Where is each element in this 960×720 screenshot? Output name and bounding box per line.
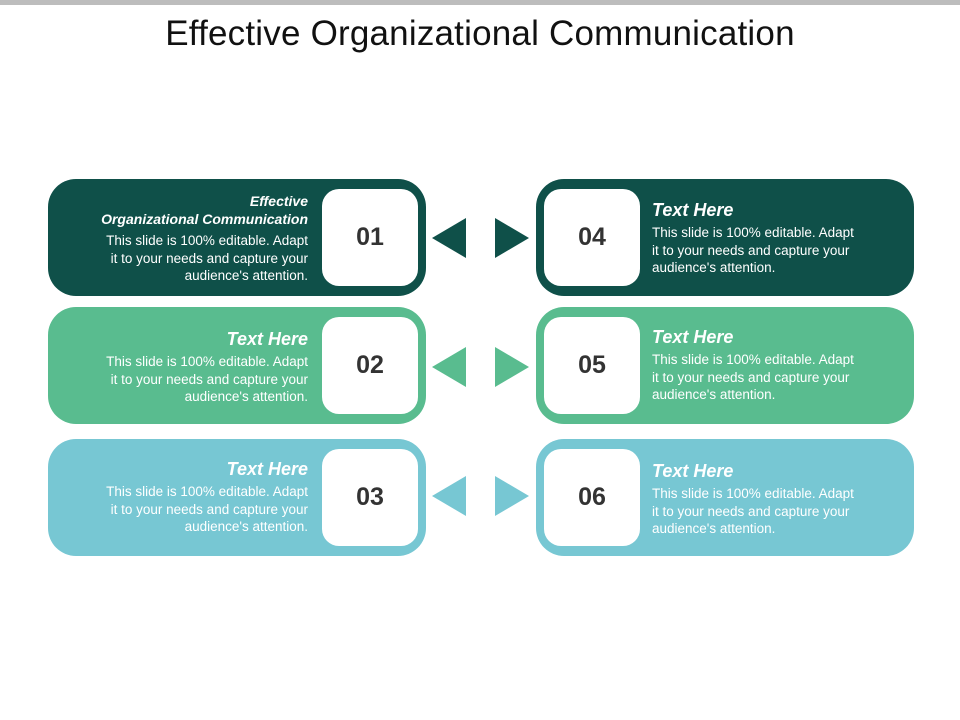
- card-06-body-line3: audience's attention.: [652, 521, 776, 536]
- card-03: Text Here This slide is 100% editable. A…: [48, 439, 426, 556]
- card-05-body: This slide is 100% editable. Adapt it to…: [652, 351, 892, 404]
- left-arrow-icon-row1: [432, 218, 466, 258]
- card-01-heading-line1: Effective: [249, 193, 308, 209]
- card-01-heading-line2: Organizational Communication: [101, 211, 308, 227]
- card-05: 05 Text Here This slide is 100% editable…: [536, 307, 914, 424]
- card-04-body-line3: audience's attention.: [652, 260, 776, 275]
- card-02-body-line1: This slide is 100% editable. Adapt: [106, 354, 308, 369]
- card-05-number: 05: [544, 317, 640, 414]
- card-01-body-line2: it to your needs and capture your: [110, 250, 308, 266]
- card-05-body-line3: audience's attention.: [652, 387, 776, 402]
- card-04-body: This slide is 100% editable. Adapt it to…: [652, 224, 892, 277]
- card-03-number: 03: [322, 449, 418, 546]
- card-03-text: Text Here This slide is 100% editable. A…: [68, 458, 308, 536]
- card-01-body: This slide is 100% editable. Adapt it to…: [68, 232, 308, 285]
- card-05-heading: Text Here: [652, 327, 734, 347]
- card-03-body-line1: This slide is 100% editable. Adapt: [106, 484, 308, 499]
- card-05-text: Text Here This slide is 100% editable. A…: [652, 326, 892, 404]
- card-03-body-line2: it to your needs and capture your: [110, 501, 308, 517]
- right-arrow-icon-row1: [495, 218, 529, 258]
- right-arrow-icon-row3: [495, 476, 529, 516]
- card-03-body-line3: audience's attention.: [184, 519, 308, 534]
- card-02-text: Text Here This slide is 100% editable. A…: [68, 328, 308, 406]
- slide-title: Effective Organizational Communication: [165, 14, 795, 53]
- card-02: Text Here This slide is 100% editable. A…: [48, 307, 426, 424]
- card-02-heading: Text Here: [226, 329, 308, 349]
- card-06: 06 Text Here This slide is 100% editable…: [536, 439, 914, 556]
- card-06-body-line1: This slide is 100% editable. Adapt: [652, 486, 854, 501]
- left-arrow-icon-row3: [432, 476, 466, 516]
- card-04-text: Text Here This slide is 100% editable. A…: [652, 199, 892, 277]
- card-04-number: 04: [544, 189, 640, 286]
- right-arrow-icon-row2: [495, 347, 529, 387]
- card-06-heading: Text Here: [652, 461, 734, 481]
- card-02-body-line2: it to your needs and capture your: [110, 371, 308, 387]
- card-02-number: 02: [322, 317, 418, 414]
- top-bar: [0, 0, 960, 5]
- card-05-body-line1: This slide is 100% editable. Adapt: [652, 352, 854, 367]
- card-04-heading: Text Here: [652, 200, 734, 220]
- card-06-text: Text Here This slide is 100% editable. A…: [652, 460, 892, 538]
- card-06-number: 06: [544, 449, 640, 546]
- card-04-body-line1: This slide is 100% editable. Adapt: [652, 225, 854, 240]
- card-02-body: This slide is 100% editable. Adapt it to…: [68, 353, 308, 406]
- card-04: 04 Text Here This slide is 100% editable…: [536, 179, 914, 296]
- card-03-body: This slide is 100% editable. Adapt it to…: [68, 483, 308, 536]
- card-03-heading: Text Here: [226, 459, 308, 479]
- card-01-text: Effective Organizational Communication T…: [68, 192, 308, 285]
- card-01: Effective Organizational Communication T…: [48, 179, 426, 296]
- left-arrow-icon-row2: [432, 347, 466, 387]
- card-04-body-line2: it to your needs and capture your: [652, 242, 850, 258]
- card-01-body-line3: audience's attention.: [184, 268, 308, 283]
- card-02-body-line3: audience's attention.: [184, 389, 308, 404]
- card-01-number: 01: [322, 189, 418, 286]
- card-01-body-line1: This slide is 100% editable. Adapt: [106, 233, 308, 248]
- card-06-body-line2: it to your needs and capture your: [652, 503, 850, 519]
- card-06-body: This slide is 100% editable. Adapt it to…: [652, 485, 892, 538]
- card-05-body-line2: it to your needs and capture your: [652, 369, 850, 385]
